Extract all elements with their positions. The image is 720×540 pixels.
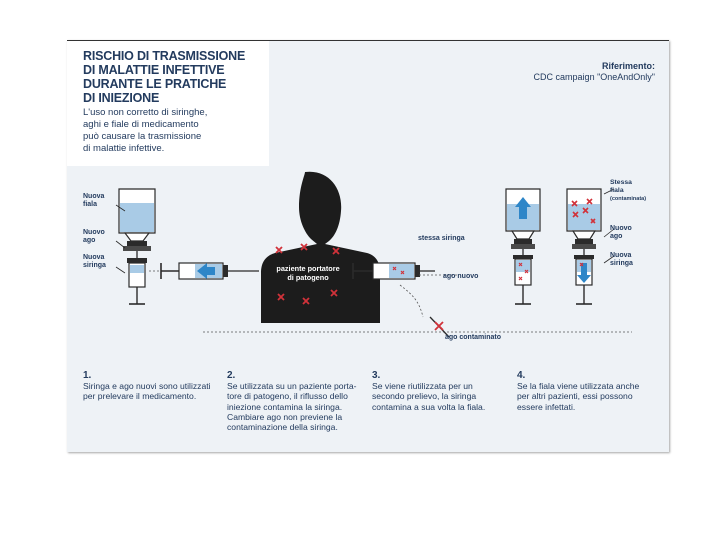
patient-label-2: di patogeno [287, 272, 329, 282]
title-line-4: DI INIEZIONE [83, 91, 160, 105]
intro-line-1: L'uso non corretto di siringhe, [83, 107, 208, 118]
same-vial-label-3: (contaminata) [610, 196, 647, 202]
same-vial-label-2: fiala [610, 187, 624, 194]
patient-silhouette [261, 171, 380, 323]
patient-label-1: paziente portatore [276, 264, 340, 273]
same-vial-label: Stessa fiala (contaminata) [610, 179, 646, 203]
intro-line-3: può causare la trasmissione [83, 131, 202, 142]
step-2-line-4: Cambiare ago non previene la [227, 411, 343, 422]
step-4-line-1: Se la fiala viene utilizzata anche [517, 381, 640, 391]
step-4-number: 4. [517, 370, 526, 381]
title-panel: RISCHIO DI TRASMISSIONE DI MALATTIE INFE… [67, 41, 269, 166]
same-syringe-icon [352, 262, 459, 338]
new-syringe-3-label-2: siringa [610, 260, 633, 267]
same-syringe-label: stessa siringa [418, 235, 465, 242]
infographic: RISCHIO DI TRASMISSIONE DI MALATTIE INFE… [67, 40, 669, 452]
step-3-line-2: secondo prelievo, la siringa [372, 391, 477, 402]
step-4-line-2: per altri pazienti, essi possono [517, 391, 633, 402]
step-2-line-3: iniezione contamina la siringa. [227, 401, 343, 412]
step-2-text: Se utilizzata su un paziente porta- tore… [227, 381, 356, 432]
step-3-text: Se viene riutilizzata per un secondo pre… [372, 381, 485, 412]
title-line-1: RISCHIO DI TRASMISSIONE [83, 49, 246, 63]
new-vial-label-2: fiala [83, 201, 98, 208]
steps-band [67, 359, 669, 452]
new-syringe-label-1: Nuova [83, 254, 105, 261]
intro-line-4: di malattie infettive. [83, 143, 165, 154]
new-syringe-3-label-1: Nuova [610, 252, 632, 259]
new-vial-label: Nuova fiala [83, 193, 104, 209]
step-1-line-1: Siringa e ago nuovi sono utilizzati [83, 381, 211, 391]
title-line-2: DI MALATTIE INFETTIVE [83, 63, 225, 77]
new-syringe-label-2: siringa [83, 262, 106, 269]
pathogen-marks [275, 243, 340, 305]
step-2-line-5: contaminazione della siringa. [227, 422, 338, 433]
step-3-line-3: contamina a sua volta la fiala. [372, 401, 486, 412]
new-needle-2-label: ago nuovo [443, 273, 479, 280]
reference-label: Riferimento: [601, 61, 655, 71]
new-needle-label-1: Nuovo [83, 229, 105, 236]
step-1-line-2: per prelevare il medicamento. [83, 391, 197, 402]
step-4-text: Se la fiala viene utilizzata anche per a… [517, 381, 639, 412]
new-needle-3-label: Nuovo ago [610, 225, 632, 241]
new-needle-label-2: ago [83, 237, 96, 244]
new-syringe-3-label: Nuova siringa [610, 252, 633, 268]
new-syringe-label: Nuova siringa [83, 254, 106, 270]
illustration [115, 171, 632, 338]
patient-label: paziente portatore di patogeno [263, 264, 353, 282]
step-3-line-1: Se viene riutilizzata per un [372, 381, 473, 391]
new-vial-label-1: Nuova [83, 193, 105, 200]
reference-source: CDC campaign "OneAndOnly" [533, 72, 655, 82]
step-1-number: 1. [83, 370, 92, 381]
syringe-injection-icon [160, 262, 259, 280]
new-vial-icon [118, 188, 156, 246]
new-syringe-icon [127, 258, 147, 305]
step-2-number: 2. [227, 370, 236, 381]
new-needle-3-label-1: Nuovo [610, 225, 632, 232]
contaminated-needle-label: ago contaminato [445, 334, 502, 341]
new-needle-3-label-2: ago [610, 233, 623, 240]
intro-line-2: aghi e fiale di medicamento [83, 119, 199, 130]
new-needle-label: Nuovo ago [83, 229, 105, 245]
contaminated-vial-icon [566, 188, 602, 305]
step-4-line-3: essere infettati. [517, 401, 576, 412]
same-vial-label-1: Stessa [610, 179, 632, 186]
step-1-text: Siringa e ago nuovi sono utilizzati per … [83, 381, 211, 402]
step-2-line-2: tore di patogeno, il riflusso dello [227, 391, 348, 402]
step-2-line-1: Se utilizzata su un paziente porta- [227, 381, 357, 391]
vial-step3-icon [505, 188, 541, 305]
title-line-3: DURANTE LE PRATICHE [83, 77, 227, 91]
step-3-number: 3. [372, 370, 381, 381]
